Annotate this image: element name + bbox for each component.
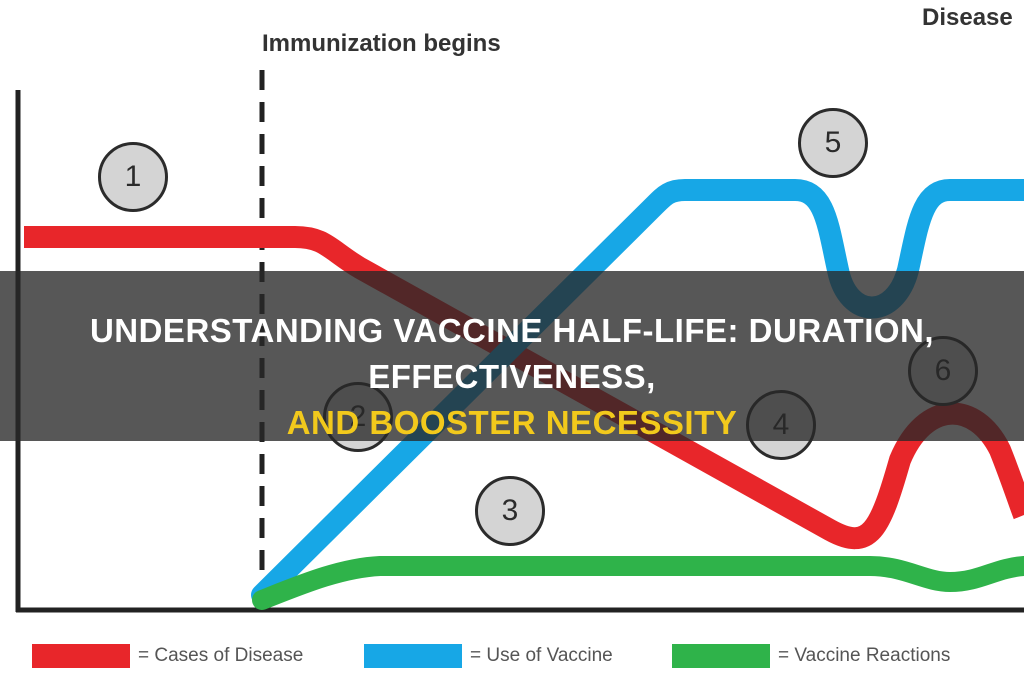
legend-item-cases: = Cases of Disease <box>32 642 303 670</box>
immunization-begins-label: Immunization begins <box>262 30 501 57</box>
legend-swatch-red <box>32 644 130 668</box>
legend-swatch-green <box>672 644 770 668</box>
legend-item-vaccine-use: = Use of Vaccine <box>364 642 613 670</box>
legend-item-reactions: = Vaccine Reactions <box>672 642 950 670</box>
vaccine-reactions-line <box>252 556 1024 610</box>
cases-of-disease-line <box>24 226 1024 550</box>
headline-line-1: UNDERSTANDING VACCINE HALF-LIFE: DURATIO… <box>89 312 935 395</box>
phase-marker-1: 1 <box>98 142 168 212</box>
legend-label: = Vaccine Reactions <box>778 645 951 666</box>
disease-label: Disease <box>922 4 1013 31</box>
title-banner <box>0 271 1024 441</box>
legend-label: = Cases of Disease <box>138 645 304 666</box>
legend-label: = Use of Vaccine <box>470 645 613 666</box>
phase-marker-5: 5 <box>798 108 868 178</box>
headline-line-2: AND BOOSTER NECESSITY <box>286 404 738 441</box>
article-headline: UNDERSTANDING VACCINE HALF-LIFE: DURATIO… <box>0 308 1024 446</box>
phase-marker-3: 3 <box>475 476 545 546</box>
legend-swatch-blue <box>364 644 462 668</box>
